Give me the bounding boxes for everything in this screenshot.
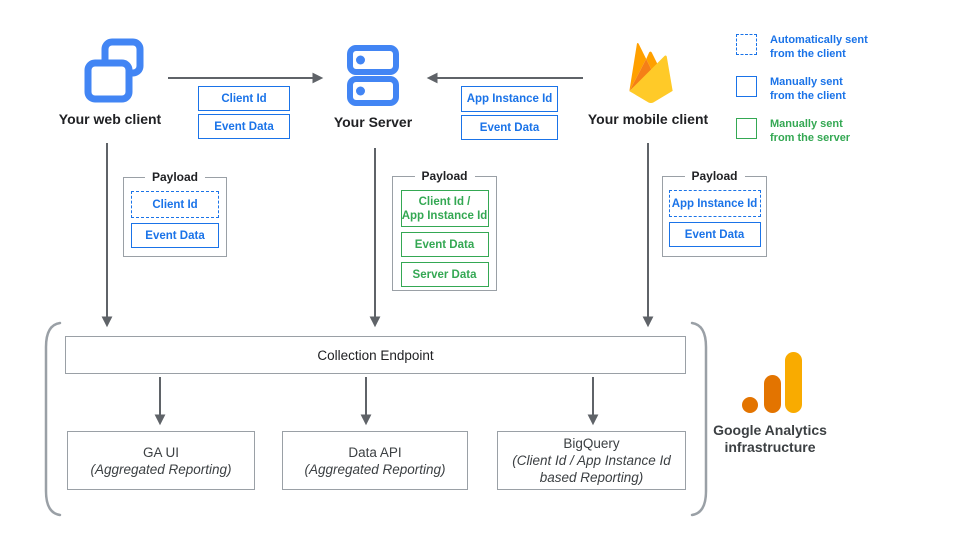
ga-ui-box: GA UI (Aggregated Reporting) <box>67 431 255 490</box>
payload-item-client-or-app-instance-id: Client Id / App Instance Id <box>400 190 489 227</box>
payload-group-web: Payload Client Id Event Data <box>123 170 227 257</box>
legend-line: from the server <box>770 132 851 144</box>
server-stack-icon <box>347 45 399 106</box>
dashed-blue-swatch <box>736 34 757 55</box>
payload-title: Payload <box>684 169 745 183</box>
legend-line: Manually sent <box>770 118 843 130</box>
legend-label: Manually sent from the server <box>770 117 850 145</box>
output-title: Data API <box>348 444 402 460</box>
legend-line: Automatically sent <box>770 34 868 46</box>
data-api-box: Data API (Aggregated Reporting) <box>282 431 468 490</box>
bigquery-box: BigQuery (Client Id / App Instance Id ba… <box>497 431 686 490</box>
web-client-label: Your web client <box>58 111 162 127</box>
payload-group-mobile: Payload App Instance Id Event Data <box>662 169 767 257</box>
google-analytics-logo <box>742 352 802 413</box>
legend-line: Manually sent <box>770 76 843 88</box>
legend-label: Automatically sent from the client <box>770 33 868 61</box>
payload-title: Payload <box>414 169 475 183</box>
solid-blue-swatch <box>736 76 757 97</box>
output-title: BigQuery <box>563 436 620 451</box>
server-label: Your Server <box>333 114 413 130</box>
edge-label-event-data-mobile: Event Data <box>461 115 558 140</box>
payload-item-line: Client Id / <box>418 195 471 208</box>
brand-line: Google Analytics <box>713 422 827 438</box>
legend-line: from the client <box>770 90 846 102</box>
payload-group-server: Payload Client Id / App Instance Id Even… <box>392 169 497 291</box>
legend-line: from the client <box>770 48 846 60</box>
brand-line: infrastructure <box>724 439 816 455</box>
output-subtitle: (Aggregated Reporting) <box>304 461 446 477</box>
legend-item-manual-client: Manually sent from the client <box>736 76 846 103</box>
right-bracket <box>690 321 708 517</box>
output-subtitle: (Aggregated Reporting) <box>90 461 232 477</box>
payload-item-line: App Instance Id <box>401 209 488 222</box>
edge-label-client-id: Client Id <box>198 86 290 111</box>
left-bracket <box>44 321 62 517</box>
payload-title: Payload <box>144 170 206 184</box>
ga-infrastructure-label: Google Analytics infrastructure <box>690 422 850 456</box>
payload-item-client-id: Client Id <box>131 191 219 218</box>
firebase-flame-icon <box>629 43 673 104</box>
payload-item-event-data: Event Data <box>668 222 761 247</box>
legend-item-auto-client: Automatically sent from the client <box>736 34 868 61</box>
edge-label-event-data-web: Event Data <box>198 114 290 139</box>
output-subtitle: (Client Id / App Instance Id based Repor… <box>512 453 671 485</box>
solid-green-swatch <box>736 118 757 139</box>
payload-item-event-data: Event Data <box>400 232 489 257</box>
payload-item-event-data: Event Data <box>131 223 219 248</box>
overlapping-windows-icon <box>84 38 144 103</box>
mobile-client-label: Your mobile client <box>587 111 709 127</box>
payload-item-server-data: Server Data <box>400 262 489 287</box>
collection-endpoint-box: Collection Endpoint <box>65 336 686 374</box>
legend-label: Manually sent from the client <box>770 75 846 103</box>
legend-item-manual-server: Manually sent from the server <box>736 118 850 145</box>
edge-label-app-instance-id: App Instance Id <box>461 86 558 112</box>
output-title: GA UI <box>142 444 179 460</box>
payload-item-app-instance-id: App Instance Id <box>668 190 761 217</box>
